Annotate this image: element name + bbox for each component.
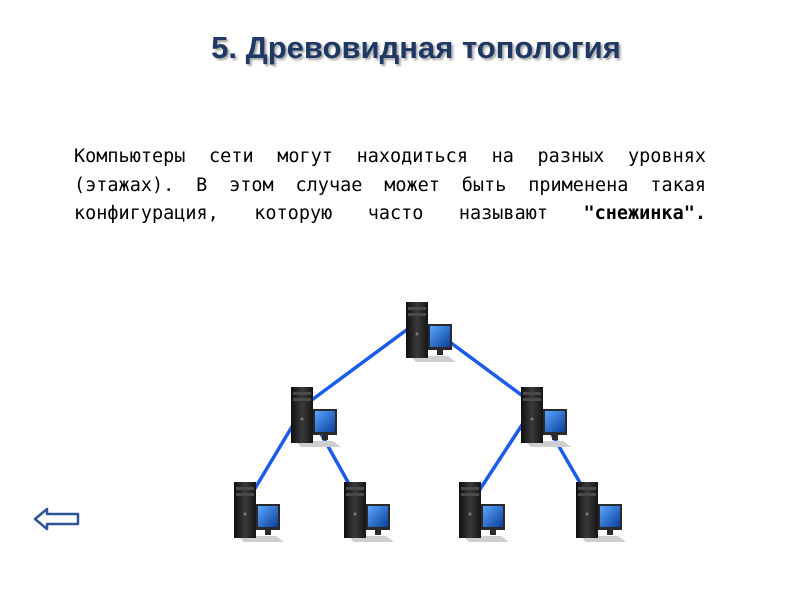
network-nodes — [234, 302, 626, 542]
slide-paragraph: Компьютеры сети могут находиться на разн… — [74, 143, 706, 229]
computer-icon-root — [406, 302, 456, 362]
snowflake-term: "снежинка" — [583, 203, 695, 225]
computer-icon-leaf-3 — [459, 482, 509, 542]
computer-icon-leaf-2 — [344, 482, 394, 542]
slide-title: 5. Древовидная топология — [211, 30, 621, 65]
paragraph-text: Компьютеры сети могут находиться на разн… — [74, 146, 706, 225]
computer-icon-leaf-4 — [576, 482, 626, 542]
link-root-mid-left — [303, 318, 422, 407]
back-arrow-icon[interactable] — [32, 504, 82, 534]
computer-icon-mid-right — [521, 387, 571, 447]
paragraph-end: . — [694, 203, 706, 225]
left-arrow-icon[interactable] — [33, 507, 80, 531]
computer-icon-leaf-1 — [234, 482, 284, 542]
